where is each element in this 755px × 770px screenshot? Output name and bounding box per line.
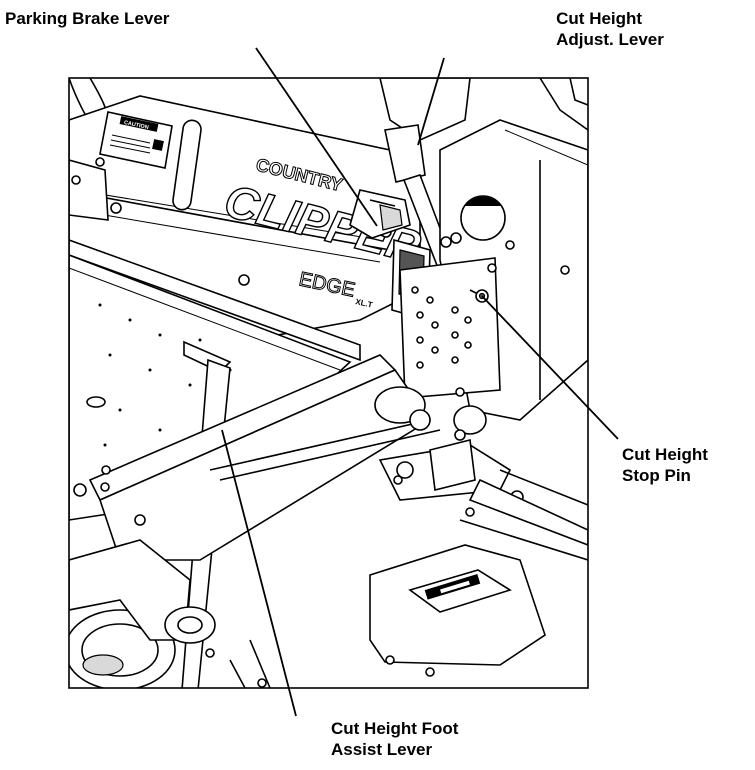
cut-height-foot-assist-lever-label-line1: Cut Height Foot xyxy=(331,719,459,738)
parking-brake-lever xyxy=(349,189,411,239)
belt-cover xyxy=(369,544,546,677)
model-suffix-text: XL.T xyxy=(355,297,374,309)
cut-height-stop-pin-label-line1: Cut Height xyxy=(622,445,708,464)
cut-height-foot-assist-lever-label-line2: Assist Lever xyxy=(331,740,433,759)
caution-decal: CAUTION xyxy=(99,111,173,169)
figure-frame xyxy=(68,77,589,689)
cut-height-adjust-lever-label-line2: Adjust. Lever xyxy=(556,30,664,49)
stop-pin-leader-line xyxy=(481,295,619,440)
parking-brake-leader-line xyxy=(255,47,378,227)
foot-assist-leader-line xyxy=(221,429,297,717)
cut-height-foot-assist-lever-label: Cut Height Foot Assist Lever xyxy=(331,718,458,760)
cut-height-adjust-lever-label: Cut Height Adjust. Lever xyxy=(556,8,664,50)
pulley xyxy=(69,465,216,688)
cut-height-stop-pin-label: Cut Height Stop Pin xyxy=(622,444,708,486)
adjust-lever-leader-line xyxy=(417,57,445,146)
cut-height-adjust-lever-label-line1: Cut Height xyxy=(556,9,643,28)
caution-text: CAUTION xyxy=(123,120,149,131)
illustration-body: CAUTION COUNTRY CLIPPER EDGE XL.T xyxy=(69,78,588,688)
cut-height-plate xyxy=(399,257,501,399)
cut-height-stop-pin-label-line2: Stop Pin xyxy=(622,466,691,485)
parking-brake-lever-label: Parking Brake Lever xyxy=(5,9,170,28)
